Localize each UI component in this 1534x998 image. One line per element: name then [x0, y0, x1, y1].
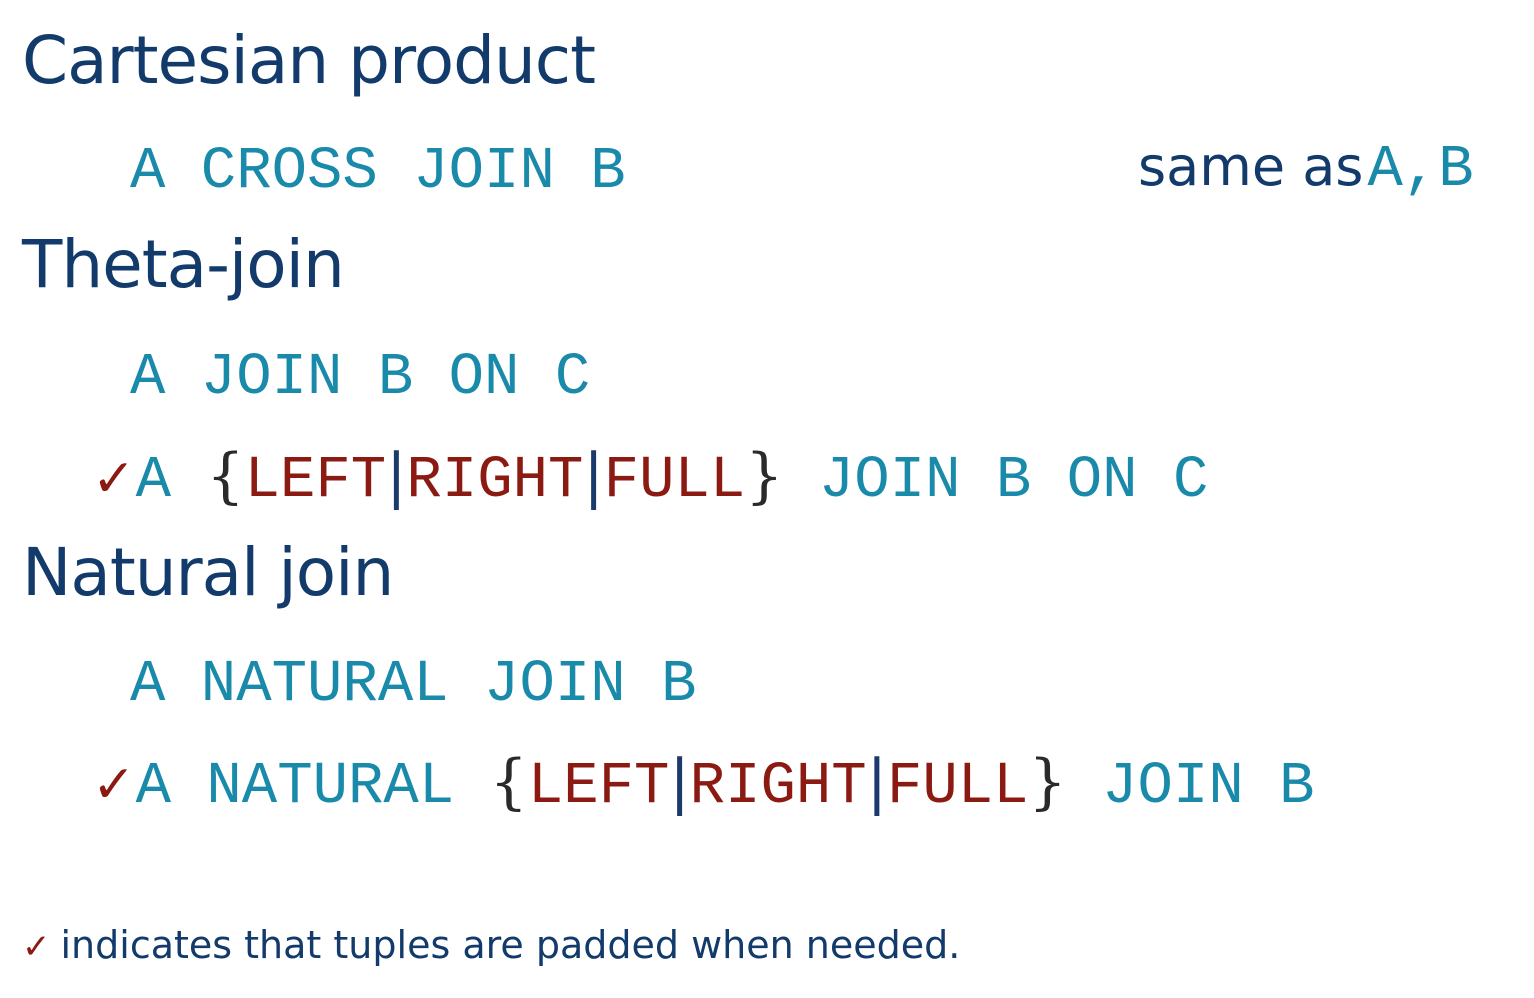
code-theta-join: A JOIN B ON C: [130, 344, 591, 411]
code-theta-outer-join: ✓A {LEFT|RIGHT|FULL} JOIN B ON C: [92, 446, 1208, 510]
separator-bar: |: [669, 747, 690, 817]
footnote: ✓indicates that tuples are padded when n…: [22, 926, 960, 964]
footnote-text: indicates that tuples are padded when ne…: [60, 923, 961, 967]
option-right: RIGHT: [406, 447, 584, 514]
check-mark-icon: ✓: [22, 927, 51, 967]
close-brace: }: [1028, 747, 1067, 817]
open-brace: {: [489, 747, 528, 817]
same-as-text: same as: [1138, 135, 1364, 198]
same-as-code: A,B: [1367, 136, 1474, 203]
separator-bar: |: [583, 441, 604, 511]
separator-bar: |: [866, 747, 887, 817]
code-natural-outer-join: ✓A NATURAL {LEFT|RIGHT|FULL} JOIN B: [92, 752, 1315, 816]
check-mark-icon: ✓: [92, 449, 136, 509]
open-brace: {: [206, 441, 245, 511]
close-brace: }: [745, 441, 784, 511]
option-right: RIGHT: [689, 753, 867, 820]
option-full: FULL: [886, 753, 1029, 820]
heading-natural-join: Natural join: [22, 534, 394, 611]
heading-theta-join: Theta-join: [22, 226, 345, 303]
check-mark-icon: ✓: [92, 755, 136, 815]
code-prefix: A: [135, 447, 207, 514]
option-left: LEFT: [244, 447, 387, 514]
code-cross-join: A CROSS JOIN B: [130, 138, 626, 205]
option-full: FULL: [603, 447, 746, 514]
code-prefix: A NATURAL: [135, 753, 490, 820]
code-suffix: JOIN B: [1066, 753, 1315, 820]
code-suffix: JOIN B ON C: [783, 447, 1209, 514]
heading-cartesian-product: Cartesian product: [22, 22, 596, 99]
same-as-note: same as A,B: [1138, 140, 1474, 200]
option-left: LEFT: [527, 753, 670, 820]
separator-bar: |: [386, 441, 407, 511]
code-natural-join: A NATURAL JOIN B: [130, 651, 697, 718]
